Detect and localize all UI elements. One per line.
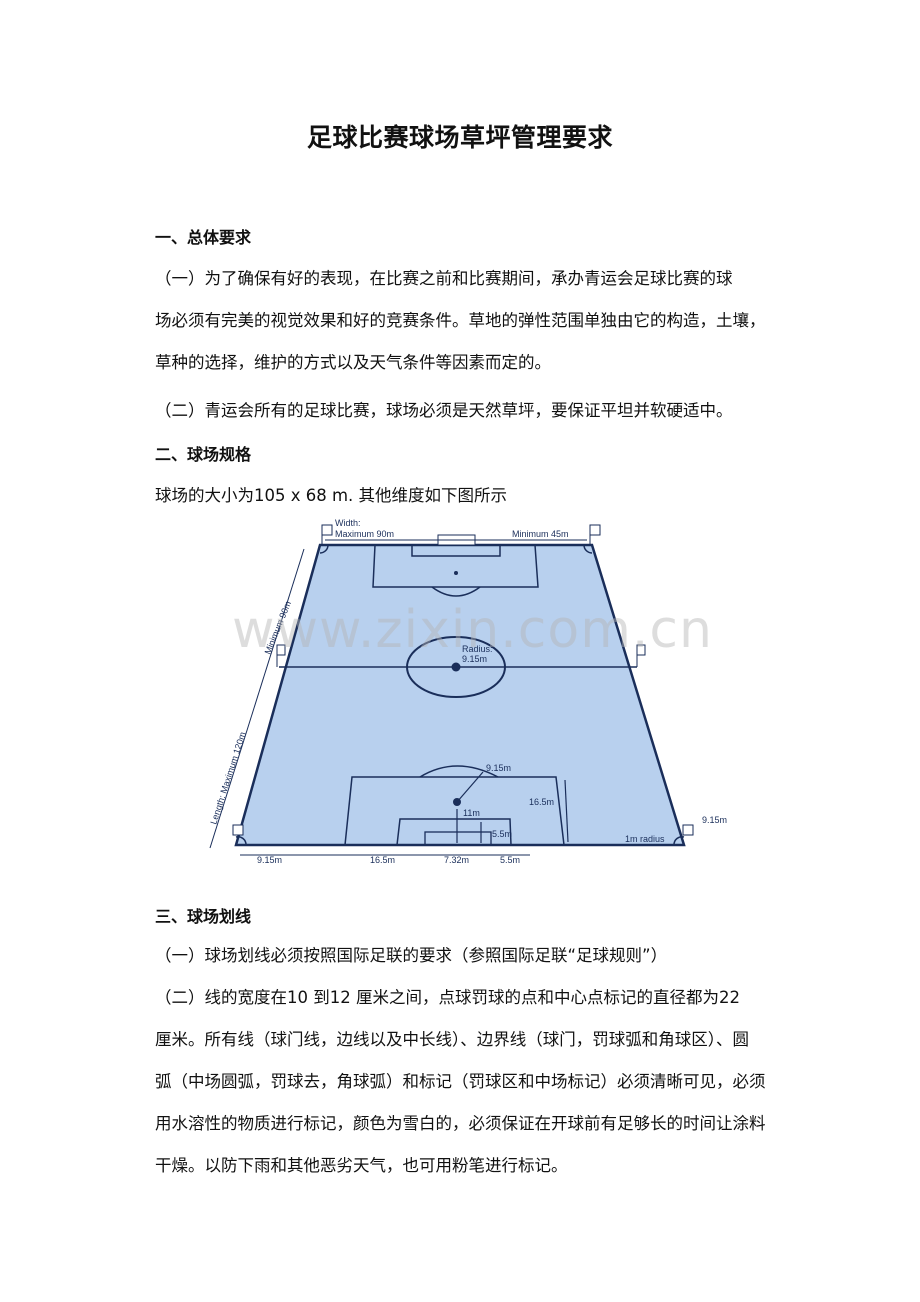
text-line: （二）线的宽度在10 到12 厘米之间，点球罚球的点和中心点标记的直径都为22 [155, 988, 740, 1007]
label-bottom-goal-area-width: 5.5m [500, 855, 520, 865]
text-line: 厘米。所有线（球门线，边线以及中长线）、边界线（球门，罚球弧和角球区）、圆 [155, 1030, 749, 1049]
label-penalty-area-depth: 16.5m [529, 797, 554, 807]
text-line: 草种的选择，维护的方式以及天气条件等因素而定的。 [155, 353, 551, 372]
label-center-radius-value: 9.15m [462, 654, 487, 664]
label-bottom-corner-mark: 9.15m [257, 855, 282, 865]
text-line: （一）为了确保有好的表现，在比赛之前和比赛期间，承办青运会足球比赛的球 [155, 269, 733, 288]
text-line: 用水溶性的物质进行标记，颜色为雪白的，必须保证在开球前有足够长的时间让涂料 [155, 1114, 766, 1133]
text-line: 弧（中场圆弧，罚球去，角球弧）和标记（罚球区和中场标记）必须清晰可见，必须 [155, 1072, 766, 1091]
text-line: （二）青运会所有的足球比赛，球场必须是天然草坪，要保证平坦并软硬适中。 [155, 401, 733, 420]
label-bottom-goal-width: 7.32m [444, 855, 469, 865]
label-corner-radius: 1m radius [625, 834, 665, 844]
section-heading-general: 一、总体要求 [155, 228, 252, 247]
paragraph-general-2: （二）青运会所有的足球比赛，球场必须是天然草坪，要保证平坦并软硬适中。 [155, 390, 815, 432]
page-title: 足球比赛球场草坪管理要求 [306, 123, 613, 152]
section-heading-markings: 三、球场划线 [155, 907, 252, 926]
label-center-radius: Radius: [462, 644, 493, 654]
football-pitch-diagram: Width: Maximum 90m Minimum 45m Minimum 9… [200, 515, 740, 875]
label-width-max: Maximum 90m [335, 529, 394, 539]
paragraph-markings-1: （一）球场划线必须按照国际足联的要求（参照国际足联“足球规则”） [155, 935, 815, 977]
text-line: 球场的大小为105 x 68 m. 其他维度如下图所示 [155, 486, 508, 505]
text-line: 场必须有完美的视觉效果和好的竞赛条件。草地的弹性范围单独由它的构造，土壤， [155, 311, 766, 330]
label-penalty-arc: 9.15m [486, 763, 511, 773]
label-goal-area-depth: 5.5m [492, 829, 512, 839]
section-heading-specs: 二、球场规格 [155, 445, 252, 464]
label-bottom-penalty-width: 16.5m [370, 855, 395, 865]
paragraph-markings-2: （二）线的宽度在10 到12 厘米之间，点球罚球的点和中心点标记的直径都为22 … [155, 977, 815, 1187]
paragraph-specs: 球场的大小为105 x 68 m. 其他维度如下图所示 [155, 475, 815, 517]
label-penalty-spot: 11m [463, 808, 480, 818]
label-width-min: Minimum 45m [512, 529, 569, 539]
text-line: （一）球场划线必须按照国际足联的要求（参照国际足联“足球规则”） [155, 946, 668, 965]
label-width: Width: [335, 518, 361, 528]
text-line: 干燥。以防下雨和其他恶劣天气，也可用粉笔进行标记。 [155, 1156, 568, 1175]
label-length-max: Length: Maximum 120m [208, 731, 247, 826]
label-corner-distance: 9.15m [702, 815, 727, 825]
paragraph-general-1: （一）为了确保有好的表现，在比赛之前和比赛期间，承办青运会足球比赛的球 场必须有… [155, 258, 815, 384]
